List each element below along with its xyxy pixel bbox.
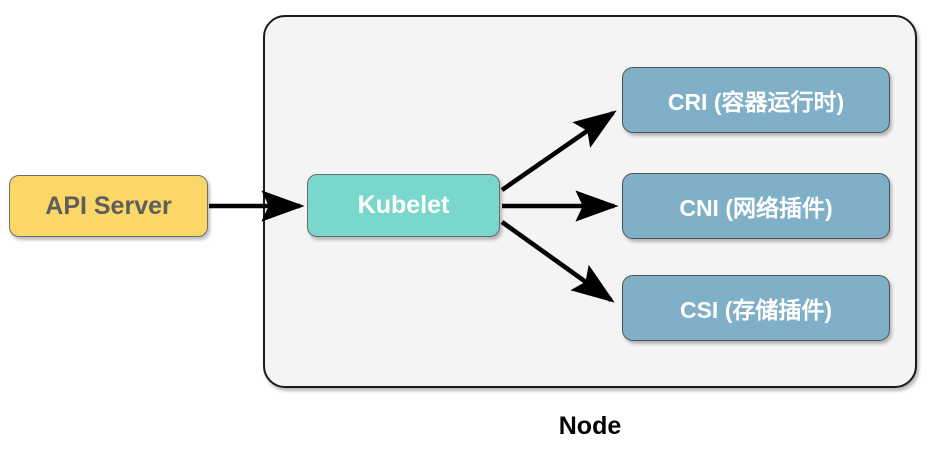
node-api-server[interactable]: API Server bbox=[9, 175, 208, 237]
node-cni[interactable]: CNI (网络插件) bbox=[622, 173, 890, 239]
node-csi-label: CSI (存储插件) bbox=[679, 297, 833, 323]
node-kubelet-label: Kubelet bbox=[357, 191, 450, 219]
node-cri[interactable]: CRI (容器运行时) bbox=[622, 67, 890, 133]
node-kubelet[interactable]: Kubelet bbox=[307, 174, 500, 237]
node-csi[interactable]: CSI (存储插件) bbox=[622, 275, 890, 341]
node-cni-label: CNI (网络插件) bbox=[679, 195, 833, 221]
node-api-server-label: API Server bbox=[45, 191, 172, 220]
node-cri-label: CRI (容器运行时) bbox=[667, 89, 845, 115]
node-container-label: Node bbox=[558, 412, 622, 440]
